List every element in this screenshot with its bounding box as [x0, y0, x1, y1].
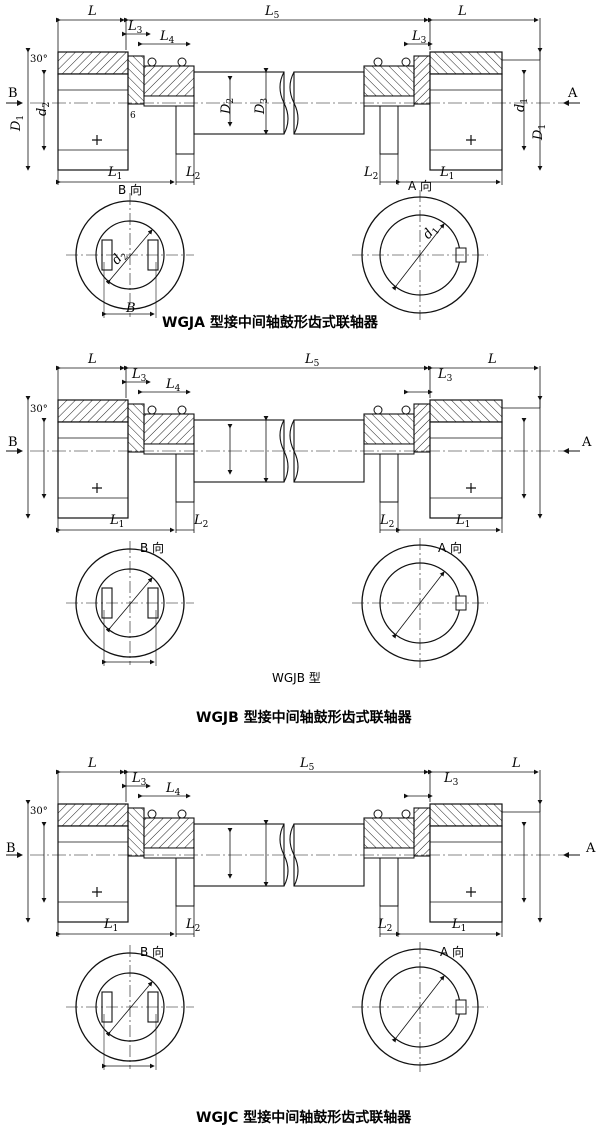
dim-l1-left-3: L1	[103, 917, 118, 934]
view-b-arrow-3: B	[6, 841, 16, 856]
dim-l4: L4	[159, 29, 175, 46]
dim-D2: D2	[219, 98, 236, 115]
caption-wgjc: WGJC 型接中间轴鼓形齿式联轴器	[196, 1109, 412, 1126]
dim-six: 6	[130, 111, 136, 121]
view-b-arrow-label: B	[8, 86, 18, 101]
dim-l-left-2: L	[87, 352, 97, 367]
view-b-title-3: B 向	[140, 944, 164, 959]
dim-l3-right-2: L3	[437, 367, 453, 384]
dim-l1-right-2: L1	[455, 513, 470, 530]
dim-l-left: L	[87, 4, 97, 19]
view-b-arrow-2: B	[8, 435, 18, 450]
dim-l2-right-3: L2	[377, 917, 392, 934]
dim-l5-2: L5	[304, 352, 320, 369]
dim-D3: D3	[253, 98, 270, 115]
dim-D1-left: D1	[9, 115, 26, 132]
view-b-title-2: B 向	[140, 540, 164, 555]
dim-l5-3: L5	[299, 756, 315, 773]
dim-l2-left-3: L2	[185, 917, 200, 934]
dim-l-right: L	[457, 4, 467, 19]
dim-l-right-2: L	[487, 352, 497, 367]
subcaption-wgjb: WGJB 型	[272, 671, 321, 685]
view-a-arrow-label: A	[567, 86, 578, 101]
view-a-title-3: A 向	[440, 944, 464, 959]
dim-D1-right: D1	[531, 124, 548, 141]
dim-l5: L5	[264, 4, 280, 21]
dim-l3-right-3: L3	[443, 771, 459, 788]
diagram-wgjb	[6, 366, 580, 668]
angle-label: 30°	[30, 54, 48, 65]
dim-d1: d1	[513, 98, 530, 112]
dim-d2: d2	[35, 102, 52, 116]
labels-wgjc: L L5 L L3 L4 L3 30° B A L1 L2 L2 L1 B 向 …	[6, 756, 596, 1126]
dim-l2-left: L2	[185, 165, 200, 182]
dim-l2-right: L2	[363, 165, 378, 182]
dim-l1-right: L1	[439, 165, 454, 182]
dim-l2-left-2: L2	[193, 513, 208, 530]
dim-l3-right: L3	[411, 29, 427, 46]
caption-wgjb: WGJB 型接中间轴鼓形齿式联轴器	[196, 709, 413, 726]
diagram-wgja	[6, 18, 580, 320]
labels-wgja: L L5 L L3 L4 L3 30° B A D1 d2 D2 D3 d1 D…	[8, 4, 578, 331]
dim-l2-right-2: L2	[379, 513, 394, 530]
dim-l-left-3: L	[87, 756, 97, 771]
view-b-title: B 向	[118, 182, 142, 197]
caption-wgja: WGJA 型接中间轴鼓形齿式联轴器	[162, 314, 379, 331]
labels-wgjb: L L5 L L3 L4 L3 30° B A L1 L2 L2 L1 B 向 …	[8, 352, 592, 726]
angle-label-3: 30°	[30, 806, 48, 817]
dim-l1-left: L1	[107, 165, 122, 182]
diagram-wgjc	[6, 770, 580, 1072]
dim-l1-left-2: L1	[109, 513, 124, 530]
dim-b-endview: B	[125, 301, 136, 316]
dim-l4-2: L4	[165, 377, 181, 394]
dim-l1-right-3: L1	[451, 917, 466, 934]
angle-label-2: 30°	[30, 404, 48, 415]
dim-l3: L3	[127, 19, 143, 36]
view-a-title: A 向	[408, 178, 432, 193]
view-a-title-2: A 向	[438, 540, 462, 555]
dim-l-right-3: L	[511, 756, 521, 771]
view-a-arrow-3: A	[585, 841, 596, 856]
dim-l4-3: L4	[165, 781, 181, 798]
dim-l3-2: L3	[131, 367, 147, 384]
view-a-arrow-2: A	[581, 435, 592, 450]
dim-l3-3: L3	[131, 771, 147, 788]
